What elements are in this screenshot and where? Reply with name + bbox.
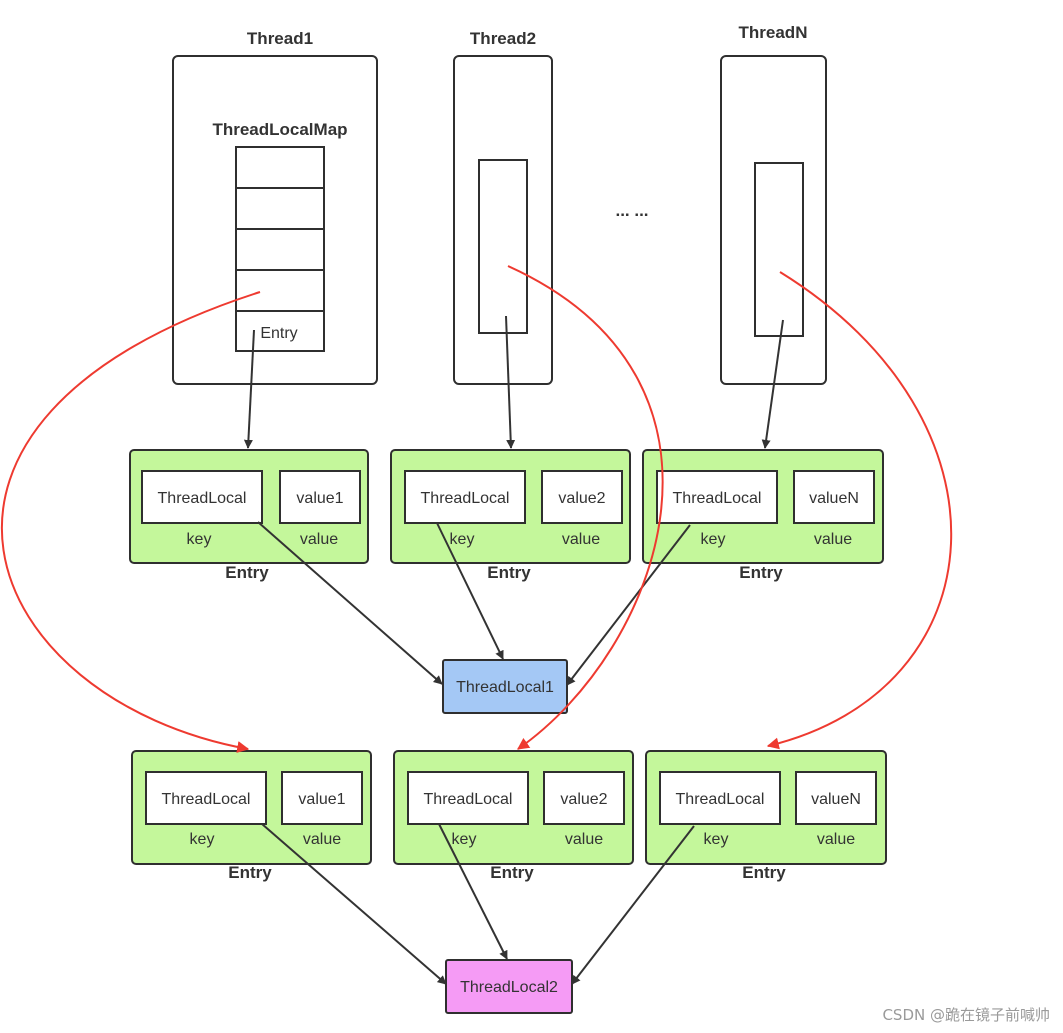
entry-value-box [543,771,625,825]
entry-box: ThreadLocal value2 key value Entry [390,449,631,582]
entry-value-text: value2 [560,791,607,808]
thread2-label: Thread2 [470,29,536,48]
entry-title: Entry [490,863,534,882]
entry-title: Entry [739,563,783,582]
entry-key-label: key [187,531,212,548]
thread2-map-to-entry-arrow [505,315,516,449]
reference-arrows [243,315,784,985]
entry-key-text: ThreadLocal [158,490,247,507]
entry-box: ThreadLocal value1 key value Entry [129,449,369,582]
entry-key-label: key [190,831,215,848]
entry-value-label: value [303,831,341,848]
entry-box: ThreadLocal valueN key value Entry [642,449,884,582]
entry-title: Entry [225,563,269,582]
entry-title: Entry [487,563,531,582]
key-to-threadlocal2-arrow [438,823,508,960]
entry-value-label: value [817,831,855,848]
entry-box: ThreadLocal value1 key value Entry [131,750,372,882]
entry-key-label: key [701,531,726,548]
threadlocal2-label: ThreadLocal2 [460,979,558,996]
entry-key-text: ThreadLocal [676,791,765,808]
entry-value-box [541,470,623,524]
thread1-to-second-entry-arrow [0,291,261,753]
entry-key-text: ThreadLocal [162,791,251,808]
threadlocal1-box: ThreadLocal1 [442,659,568,714]
entry-value-box [795,771,877,825]
key-to-threadlocal1-arrow [436,522,504,660]
entry-row-2: ThreadLocal value1 key value Entry Threa… [131,750,887,882]
entry-value-text: value1 [298,791,345,808]
entry-value-box [279,470,361,524]
entry-key-box [407,771,529,825]
entry-key-text: ThreadLocal [421,490,510,507]
entry-key-box [145,771,267,825]
threadn-to-second-entry-arrow [766,271,953,750]
map-to-entry-arrow [243,329,255,449]
threadlocalmap-label: ThreadLocalMap [212,120,347,139]
thread2-to-second-entry-arrow [507,265,664,750]
entry-value-text: value2 [558,490,605,507]
entry-box: ThreadLocal valueN key value Entry [645,750,887,882]
map-entry-label: Entry [260,325,297,342]
entry-key-text: ThreadLocal [424,791,513,808]
entry-key-label: key [704,831,729,848]
entry-value-text: value1 [296,490,343,507]
entry-title: Entry [742,863,786,882]
key-to-threadlocal1-arrow [257,521,443,685]
watermark-text: CSDN @跪在镜子前喊帅 [882,1006,1050,1024]
key-to-threadlocal2-arrow [261,823,447,985]
entry-title: Entry [228,863,272,882]
entry-key-box [141,470,263,524]
threadn-map-to-entry-arrow [761,319,784,449]
entry-value-label: value [565,831,603,848]
threadlocal1-label: ThreadLocal1 [456,679,554,696]
entry-value-box [793,470,875,524]
threadn-map [754,162,804,337]
entry-value-label: value [300,531,338,548]
threadn-label: ThreadN [739,23,808,42]
threadlocalmap-table [235,146,325,352]
entry-key-label: key [450,531,475,548]
entry-key-label: key [452,831,477,848]
entry-box: ThreadLocal value2 key value Entry [393,750,634,882]
thread2-map [478,159,528,334]
entry-key-box [656,470,778,524]
entry-key-text: ThreadLocal [673,490,762,507]
threadlocal2-box: ThreadLocal2 [445,959,573,1014]
ellipsis-text: ... ... [615,201,648,220]
red-curve-arrows [0,265,953,753]
entry-value-label: value [814,531,852,548]
entry-key-box [404,470,526,524]
entry-value-text: valueN [811,791,861,808]
key-to-threadlocal2-arrow [571,825,695,985]
entry-key-box [659,771,781,825]
thread1-label: Thread1 [247,29,313,48]
key-to-threadlocal1-arrow [566,524,691,686]
entry-value-label: value [562,531,600,548]
entry-value-text: valueN [809,490,859,507]
entry-value-box [281,771,363,825]
entry-row-1: ThreadLocal value1 key value Entry Threa… [129,449,884,582]
